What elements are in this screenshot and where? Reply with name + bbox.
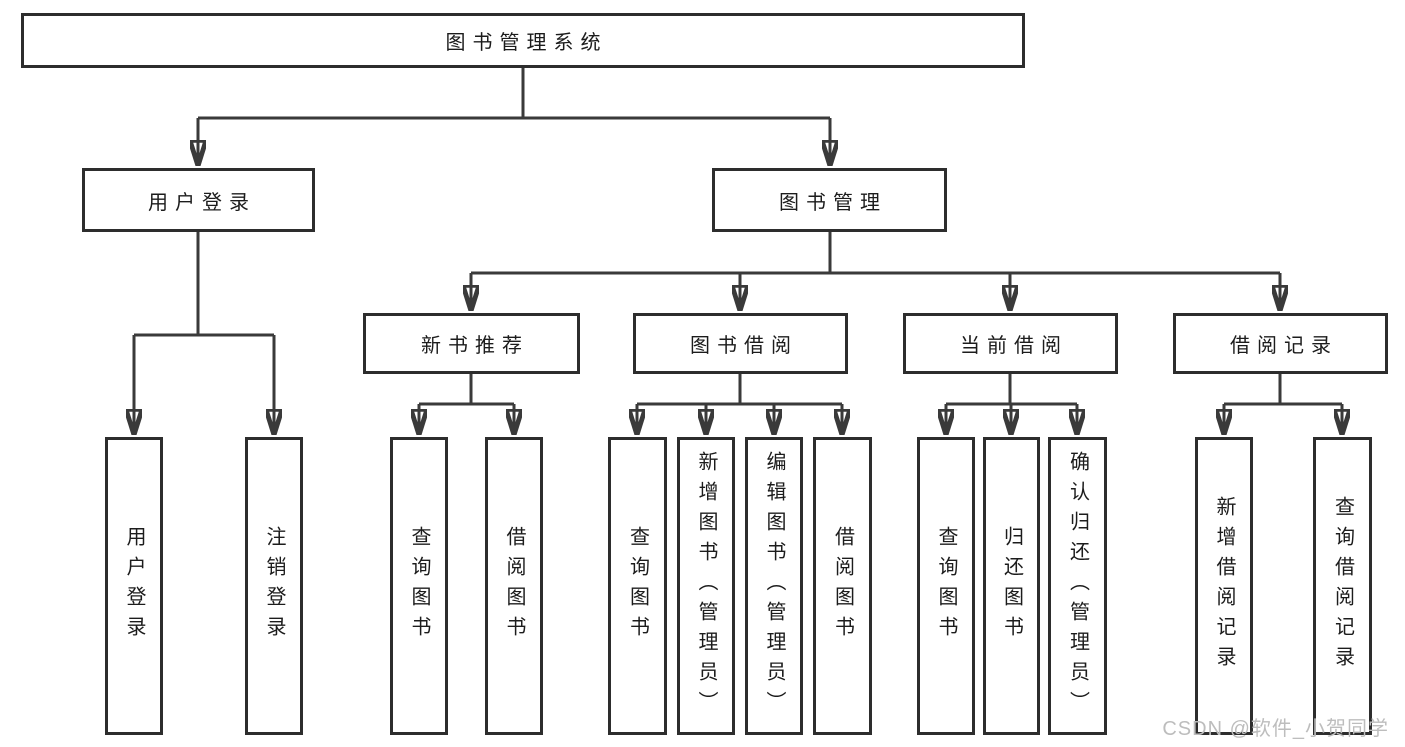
node-logout: 注销登录 bbox=[245, 437, 303, 735]
connector-book-borrow-split bbox=[637, 374, 842, 406]
node-br-add-record: 新增借阅记录 bbox=[1195, 437, 1253, 735]
node-root-system: 图书管理系统 bbox=[21, 13, 1025, 68]
connector-borrow-record-split bbox=[1224, 374, 1342, 406]
connector-user-login-split bbox=[134, 232, 274, 337]
connector-current-borrow-split bbox=[946, 374, 1077, 406]
node-bb-query-books: 查询图书 bbox=[608, 437, 667, 735]
node-bb-edit-books-admin: 编辑图书（管理员） bbox=[745, 437, 803, 735]
node-login: 用户登录 bbox=[105, 437, 163, 735]
node-book-mgmt: 图书管理 bbox=[712, 168, 947, 232]
node-cb-confirm-return-admin: 确认归还（管理员） bbox=[1048, 437, 1107, 735]
csdn-watermark: CSDN @软件_小贺同学 bbox=[1162, 718, 1389, 740]
node-borrow-record: 借阅记录 bbox=[1173, 313, 1388, 374]
node-bb-add-books-admin: 新增图书（管理员） bbox=[677, 437, 735, 735]
connector-book-mgmt-split bbox=[471, 232, 1280, 275]
connector-new-book-rec-split bbox=[419, 374, 514, 406]
node-br-query-record: 查询借阅记录 bbox=[1313, 437, 1372, 735]
node-nbr-query-books: 查询图书 bbox=[390, 437, 448, 735]
node-nbr-borrow-books: 借阅图书 bbox=[485, 437, 543, 735]
node-user-login: 用户登录 bbox=[82, 168, 315, 232]
node-cb-return-books: 归还图书 bbox=[983, 437, 1040, 735]
node-new-book-rec: 新书推荐 bbox=[363, 313, 580, 374]
node-book-borrow: 图书借阅 bbox=[633, 313, 848, 374]
connector-root-split bbox=[198, 68, 830, 120]
node-current-borrow: 当前借阅 bbox=[903, 313, 1118, 374]
node-cb-query-books: 查询图书 bbox=[917, 437, 975, 735]
node-bb-borrow-books: 借阅图书 bbox=[813, 437, 872, 735]
